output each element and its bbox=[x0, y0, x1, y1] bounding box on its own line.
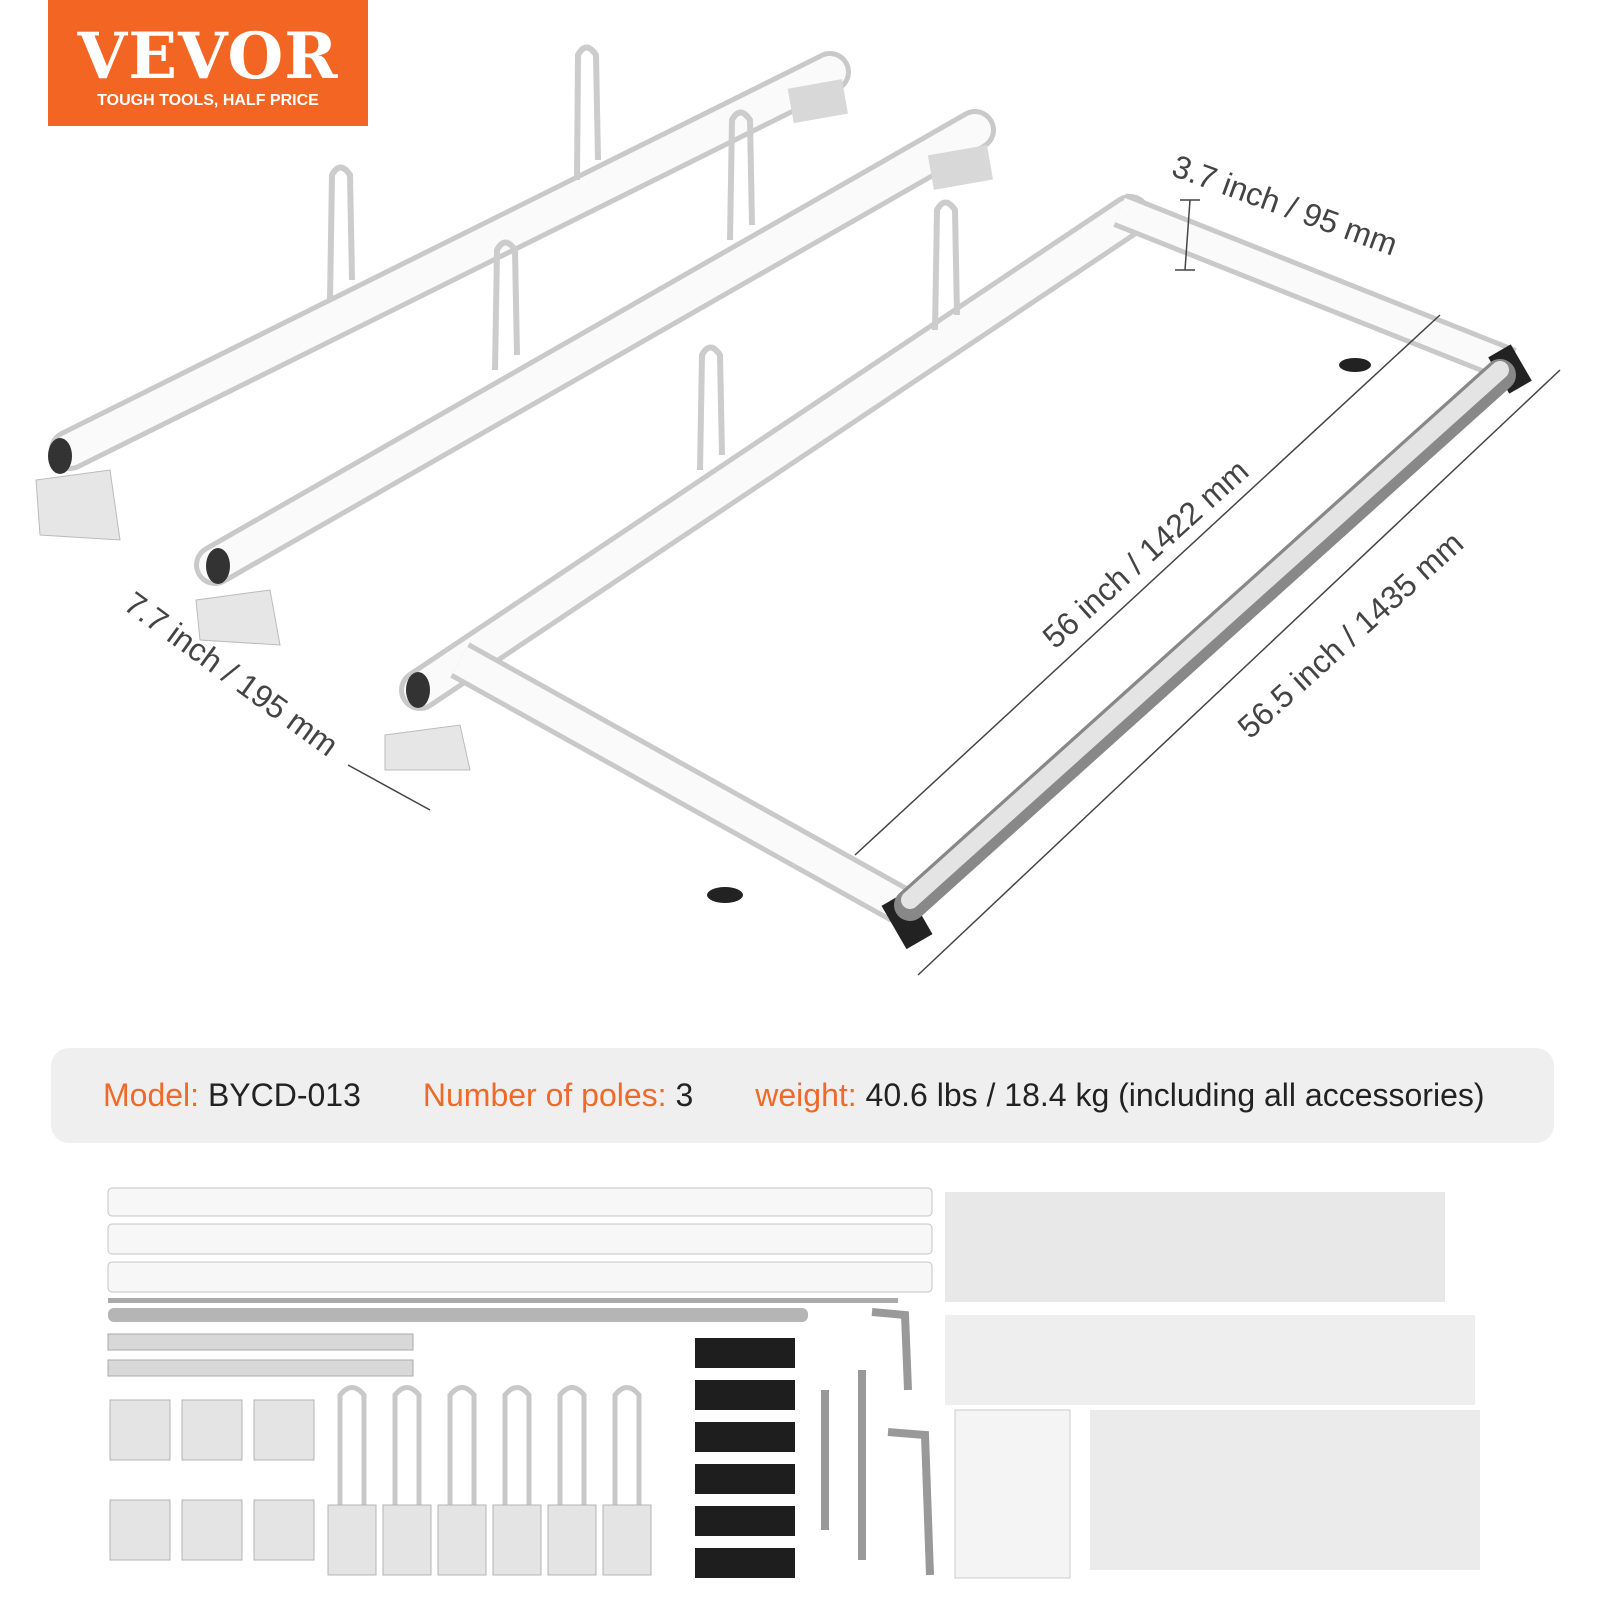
poles-value: 3 bbox=[666, 1077, 694, 1113]
spec-model: Model: BYCD-013 bbox=[103, 1048, 361, 1143]
spec-bar: Model: BYCD-013 Number of poles: 3 weight:… bbox=[51, 1048, 1554, 1143]
model-label: Model: bbox=[103, 1077, 200, 1113]
brand-name: VEVOR bbox=[77, 19, 339, 94]
silver-rods bbox=[107, 1298, 898, 1377]
rubber-pads bbox=[695, 1338, 795, 1578]
white-poles bbox=[107, 1187, 933, 1293]
clamp-brackets bbox=[109, 1399, 315, 1561]
logo-badge bbox=[48, 0, 368, 126]
weight-label: weight: bbox=[755, 1077, 857, 1113]
u-hooks bbox=[337, 1385, 642, 1510]
model-value: BYCD-013 bbox=[199, 1077, 361, 1113]
spec-row: Model: BYCD-013 Number of poles: 3 weight:… bbox=[103, 1048, 1485, 1143]
hook-plates bbox=[327, 1504, 652, 1576]
brand-tagline: TOUGH TOOLS, HALF PRICE bbox=[97, 92, 319, 109]
instruction-manual bbox=[954, 1409, 1071, 1579]
crossbar-3 bbox=[384, 193, 1532, 950]
dimension-lines bbox=[347, 199, 1561, 976]
wrenches bbox=[821, 1308, 934, 1576]
poles-label: Number of poles: bbox=[422, 1077, 667, 1113]
weight-value: 40.6 lbs / 18.4 kg (including all access… bbox=[856, 1077, 1485, 1113]
crossbar-1 bbox=[35, 44, 851, 541]
brand-logo: VEVOR TOUGH TOOLS, HALF PRICE bbox=[48, 0, 368, 126]
bolts bbox=[945, 1192, 1480, 1570]
spec-poles: Number of poles: 3 bbox=[423, 1048, 693, 1143]
spec-weight: weight: 40.6 lbs / 18.4 kg (including al… bbox=[755, 1048, 1484, 1143]
crossbar-2 bbox=[194, 109, 996, 646]
